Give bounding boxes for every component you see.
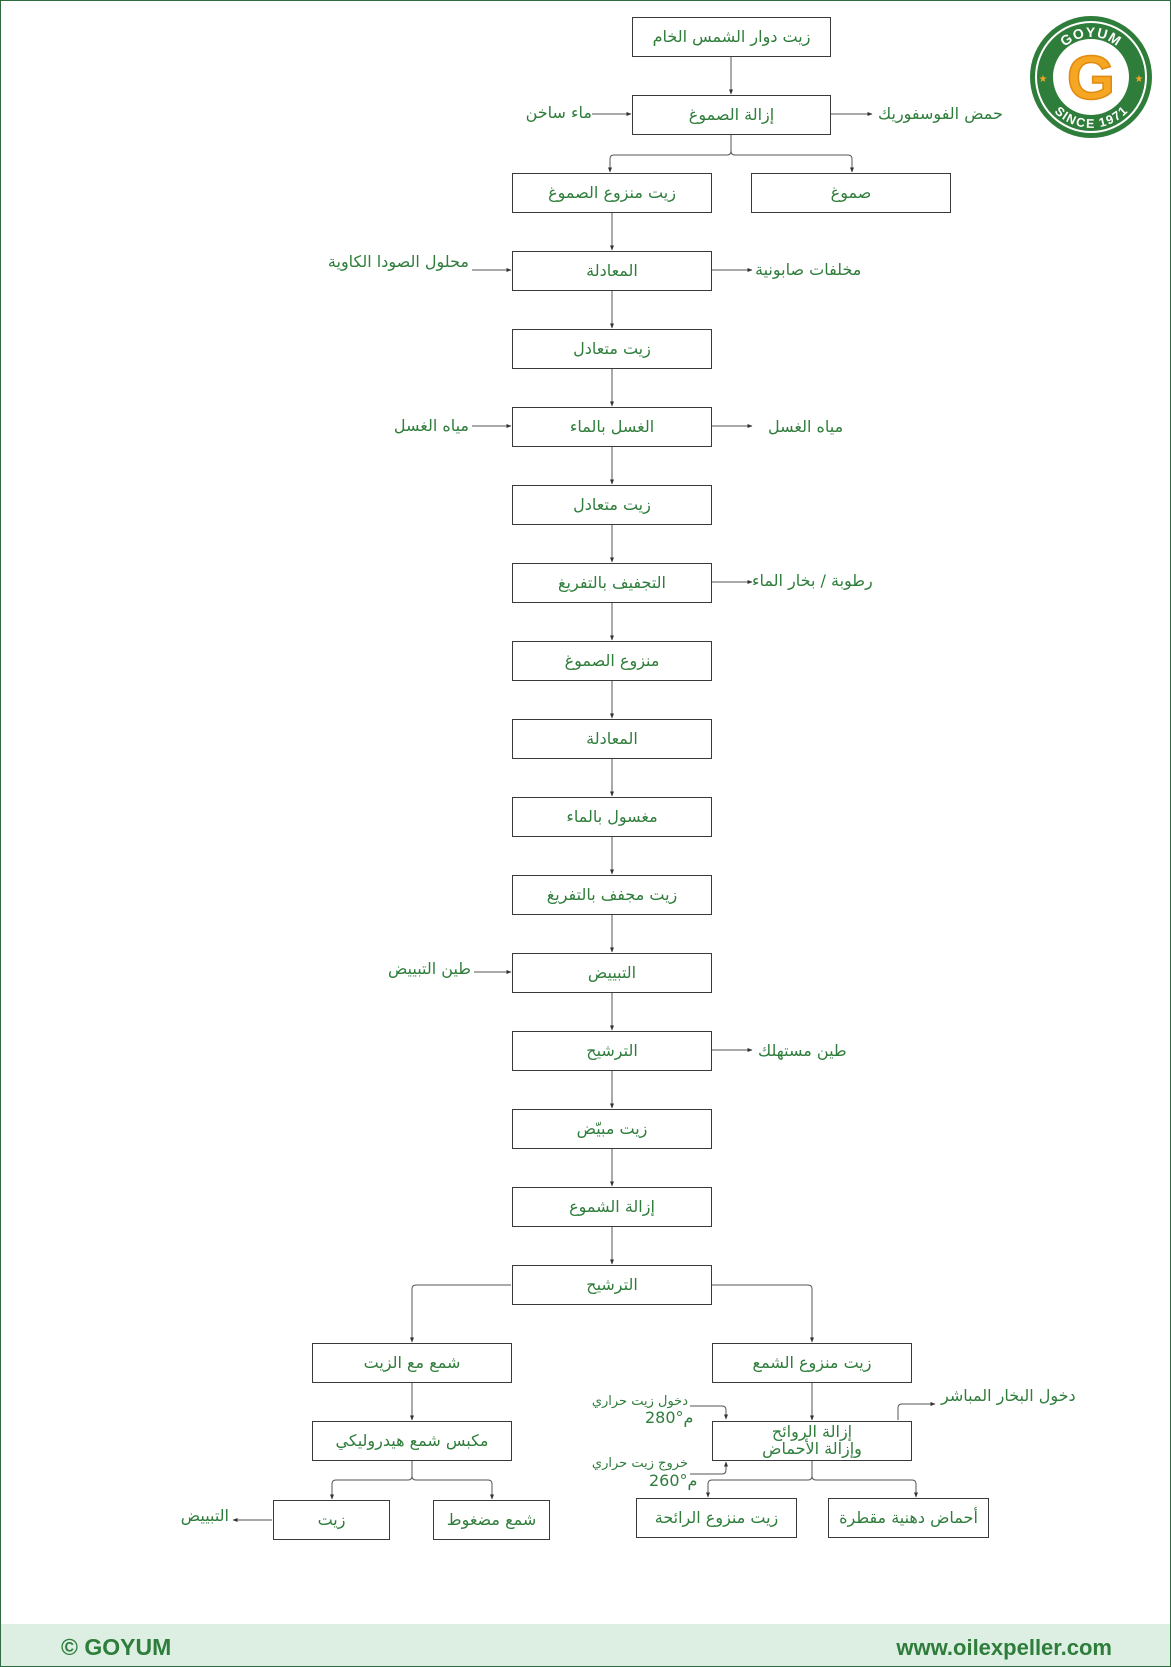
step-fatty-acids: أحماض دهنية مقطرة: [828, 1498, 989, 1538]
label-thermal-oil-in-temp: 280°م: [645, 1408, 694, 1427]
footer-website-link[interactable]: www.oilexpeller.com: [896, 1635, 1112, 1660]
label-moisture: رطوبة / بخار الماء: [752, 571, 873, 590]
step-vacuum-dried-oil: زيت مجفف بالتفريغ: [512, 875, 712, 915]
step-dewaxing: إزالة الشموع: [512, 1187, 712, 1227]
step-crude-oil: زيت دوار الشمس الخام: [632, 17, 831, 57]
step-neutral-oil-1: زيت متعادل: [512, 329, 712, 369]
label-thermal-oil-in: دخول زيت حراري: [591, 1394, 688, 1409]
svg-text:★: ★: [1039, 74, 1048, 85]
label-hot-water: ماء ساخن: [525, 103, 592, 122]
label-phosphoric-acid: حمض الفوسفوريك: [878, 104, 1003, 123]
label-caustic-soda: محلول الصودا الكاوية: [327, 252, 469, 271]
step-neutralization: المعادلة: [512, 251, 712, 291]
label-bleaching-earth: طين التبييض: [387, 959, 471, 978]
label-thermal-oil-out-temp: 260°م: [649, 1471, 698, 1490]
footer-bar: © GOYUM www.oilexpeller.com: [1, 1624, 1170, 1666]
step-deodorized-oil: زيت منزوع الرائحة: [636, 1498, 797, 1538]
label-thermal-oil-out: خروج زيت حراري: [591, 1456, 688, 1471]
step-neutral-oil-2: زيت متعادل: [512, 485, 712, 525]
label-wash-water-out: مياه الغسل: [768, 417, 844, 436]
step-oil: زيت: [273, 1500, 390, 1540]
label-steam-in: دخول البخار المباشر: [941, 1386, 1076, 1405]
goyum-logo: GOYUM SINCE 1971 G ★ ★: [1030, 16, 1152, 138]
svg-text:G: G: [1067, 44, 1115, 113]
label-bleaching-return: التبييض: [180, 1506, 229, 1525]
step-dewaxed-oil: زيت منزوع الشمع: [712, 1343, 912, 1383]
step-gums: صموغ: [751, 173, 951, 213]
step-filtration-2: الترشيح: [512, 1265, 712, 1305]
step-neutralized: المعادلة: [512, 719, 712, 759]
step-hydraulic-press: مكبس شمع هيدروليكي: [312, 1421, 512, 1461]
step-bleached-oil: زيت مبيّض: [512, 1109, 712, 1149]
step-degummed-oil: زيت منزوع الصموغ: [512, 173, 712, 213]
label-soapstock: مخلفات صابونية: [755, 260, 862, 279]
step-deodorization: إزالة الروائح وإزالة الأحماض: [712, 1421, 912, 1461]
step-degummed: منزوع الصموغ: [512, 641, 712, 681]
step-washed: مغسول بالماء: [512, 797, 712, 837]
step-bleaching: التبييض: [512, 953, 712, 993]
label-spent-earth: طين مستهلك: [758, 1041, 847, 1060]
step-pressed-wax: شمع مضغوط: [433, 1500, 550, 1540]
footer-copyright: © GOYUM: [61, 1634, 172, 1660]
step-filtration-1: الترشيح: [512, 1031, 712, 1071]
step-degumming: إزالة الصموغ: [632, 95, 831, 135]
svg-text:★: ★: [1135, 74, 1144, 85]
step-wax-with-oil: شمع مع الزيت: [312, 1343, 512, 1383]
step-vacuum-drying: التجفيف بالتفريغ: [512, 563, 712, 603]
step-water-washing: الغسل بالماء: [512, 407, 712, 447]
label-wash-water-in: مياه الغسل: [393, 416, 469, 435]
